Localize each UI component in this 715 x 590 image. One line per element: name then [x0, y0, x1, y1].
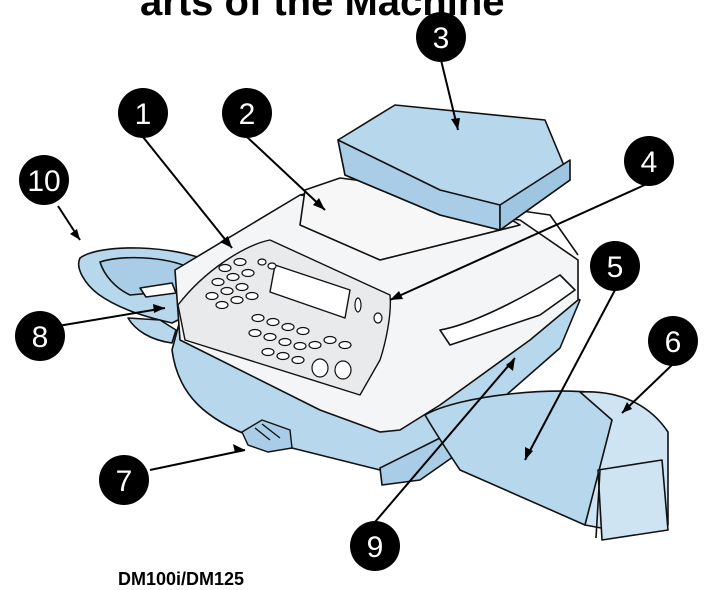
stacker-tray: [425, 391, 668, 540]
callout-number: 9: [367, 531, 384, 564]
callout-number: 5: [607, 251, 624, 284]
callout-8: 8: [15, 311, 65, 361]
callout-1: 1: [118, 88, 168, 138]
callout-9: 9: [350, 521, 400, 571]
callout-6: 6: [648, 316, 698, 366]
callout-number: 8: [32, 321, 49, 354]
callout-2: 2: [222, 88, 272, 138]
callout-number: 10: [27, 165, 60, 198]
callout-5: 5: [590, 241, 640, 291]
callout-7: 7: [99, 455, 149, 505]
callout-number: 7: [116, 465, 133, 498]
callout-number: 6: [665, 326, 682, 359]
callout-3: 3: [416, 12, 466, 62]
callout-number: 2: [239, 98, 256, 131]
callout-number: 1: [135, 98, 152, 131]
callout-4: 4: [624, 136, 674, 186]
callout-number: 4: [641, 146, 658, 179]
callout-number: 3: [433, 22, 450, 55]
callout-10: 10: [19, 155, 69, 205]
model-caption: DM100i/DM125: [118, 569, 244, 590]
